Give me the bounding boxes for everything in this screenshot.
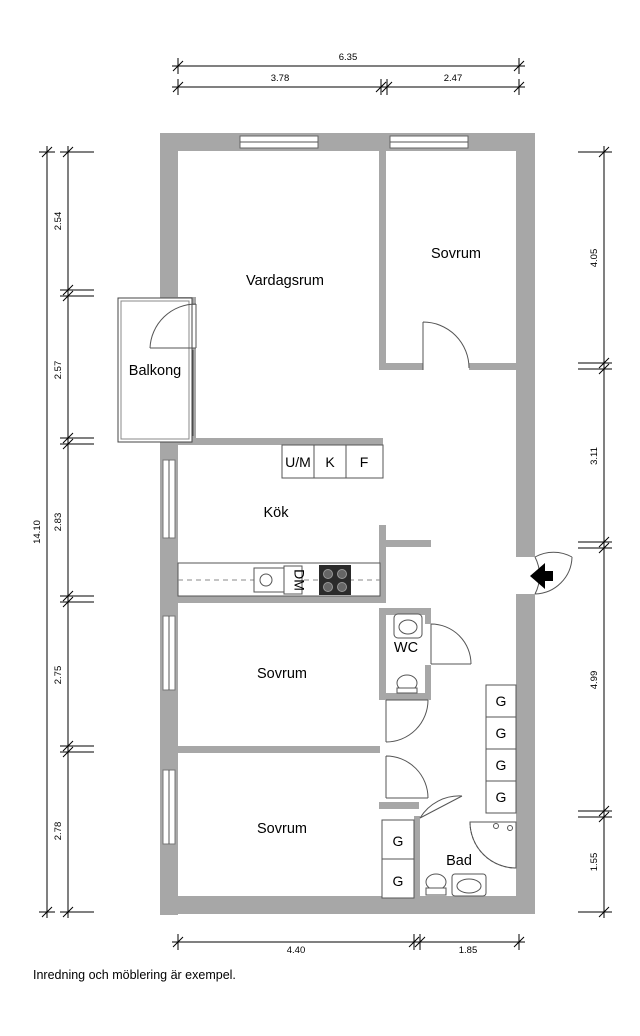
wc-fixtures — [393, 613, 423, 694]
fixture-freezer-fridge: U/M — [285, 454, 311, 470]
dim-top-right: 2.47 — [444, 73, 463, 84]
room-label-kok: Kök — [264, 505, 290, 521]
dim-right-segment: 4.99 — [589, 671, 600, 690]
room-label-wc: WC — [394, 640, 418, 656]
dim-left-segment: 2.54 — [53, 212, 64, 231]
kitchen-counter — [177, 562, 381, 597]
disclaimer-note: Inredning och möblering är exempel. — [33, 968, 236, 982]
walls — [160, 133, 535, 915]
closet-label: G — [496, 757, 507, 773]
fixture-freezer: F — [360, 454, 369, 470]
dim-right-segment: 1.55 — [589, 853, 600, 872]
dim-left-total: 14.10 — [32, 520, 43, 544]
hall-closets — [485, 684, 517, 814]
room-label-sovrum: Sovrum — [431, 246, 481, 262]
closet-label: G — [496, 725, 507, 741]
dim-bottom-right: 1.85 — [459, 945, 478, 956]
dim-right-segment: 3.11 — [589, 447, 600, 465]
dim-left-segment: 2.57 — [53, 361, 64, 380]
closet-label: G — [496, 693, 507, 709]
room-label-sovrum: Sovrum — [257, 666, 307, 682]
room-label-bad: Bad — [446, 853, 472, 869]
dim-left-segment: 2.75 — [53, 666, 64, 685]
closet-label: G — [393, 833, 404, 849]
fixture-dishwasher: DM — [291, 569, 307, 591]
room-label-vardagsrum: Vardagsrum — [246, 273, 324, 289]
dim-bottom-left: 4.40 — [287, 945, 306, 956]
balcony — [117, 297, 193, 443]
entrance-arrow-icon — [530, 563, 553, 589]
room-label-sovrum: Sovrum — [257, 821, 307, 837]
kitchen-upper-cabinets — [281, 444, 384, 479]
dimension-lines — [39, 58, 612, 950]
dim-left-segment: 2.83 — [53, 513, 64, 532]
closet-label: G — [496, 789, 507, 805]
dim-left-segment: 2.78 — [53, 822, 64, 841]
closet-label: G — [393, 873, 404, 889]
room-label-balkong: Balkong — [129, 363, 181, 379]
fixture-cooler: K — [325, 454, 335, 470]
bedroom-closets — [381, 819, 415, 899]
bathroom-fixtures — [425, 821, 517, 897]
dim-right-segment: 4.05 — [589, 249, 600, 268]
door-swings — [149, 303, 573, 819]
dim-top-left: 3.78 — [271, 73, 290, 84]
windows — [168, 135, 469, 844]
dim-top-total: 6.35 — [339, 52, 358, 63]
stove-icon — [319, 565, 351, 595]
